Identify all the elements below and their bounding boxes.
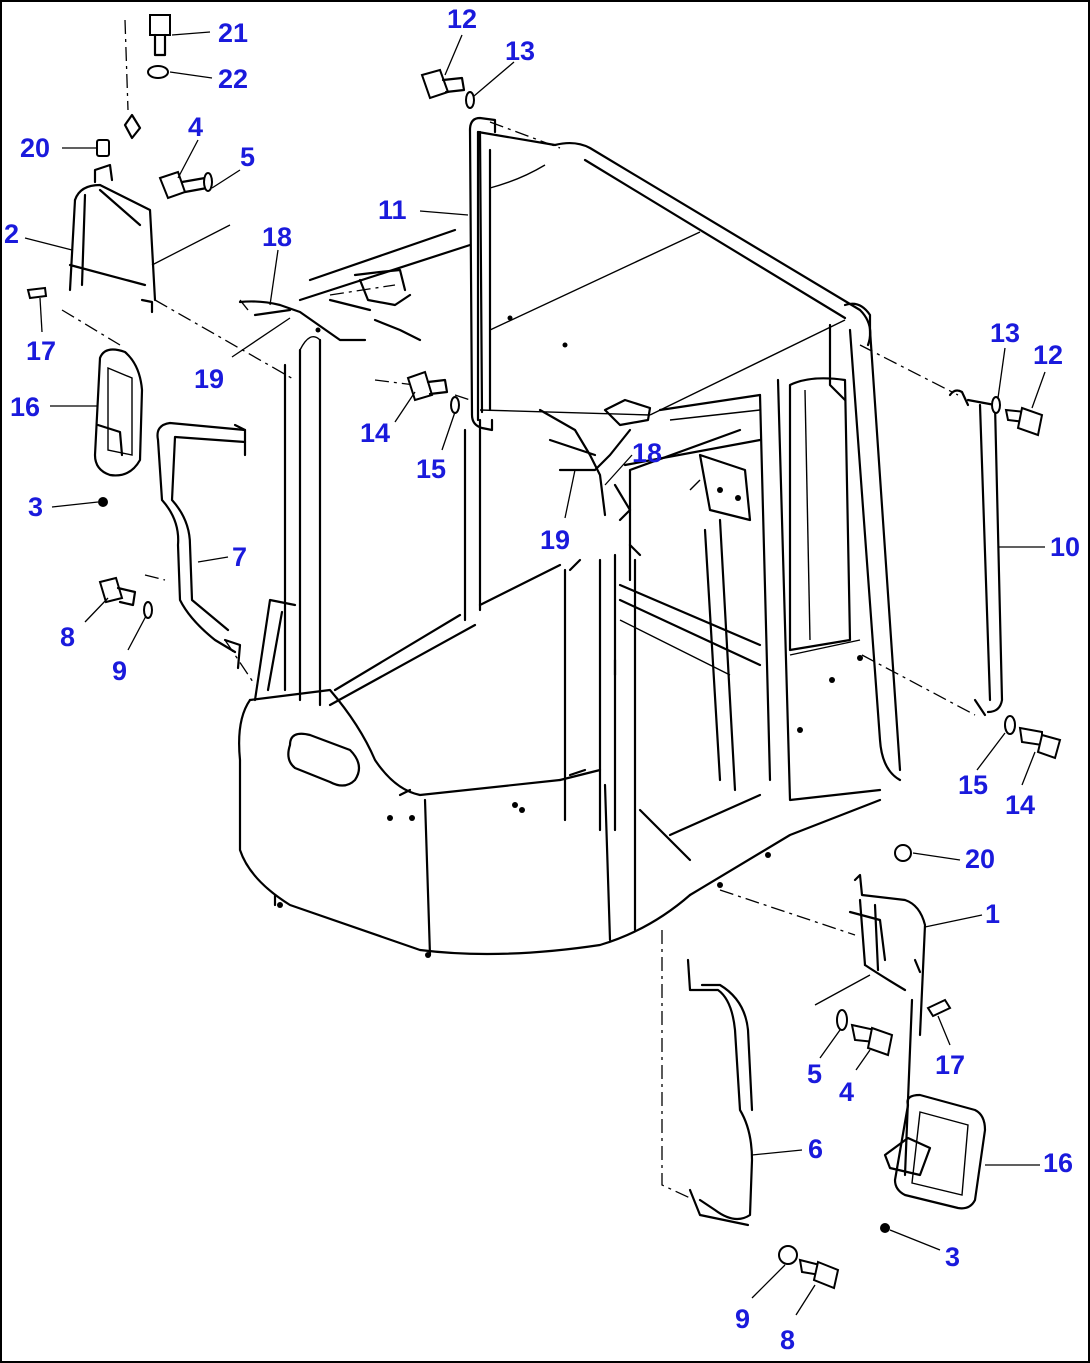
cab-body xyxy=(238,130,902,958)
callout-4: 4 xyxy=(188,112,203,142)
callout-20: 20 xyxy=(965,844,995,874)
callout-15: 15 xyxy=(958,770,988,800)
callout-13: 13 xyxy=(990,318,1020,348)
callout-5: 5 xyxy=(240,142,255,172)
callout-21: 21 xyxy=(218,18,248,48)
callout-14: 14 xyxy=(1005,790,1035,820)
callout-8: 8 xyxy=(780,1325,795,1355)
callout-16: 16 xyxy=(10,392,40,422)
leader-lines xyxy=(24,31,1046,1316)
callout-16: 16 xyxy=(1043,1148,1073,1178)
callout-17: 17 xyxy=(935,1050,965,1080)
callout-13: 13 xyxy=(505,36,535,66)
callout-2: 2 xyxy=(4,219,19,249)
callout-labels: 21 22 20 4 5 2 18 17 19 16 3 7 8 9 12 13… xyxy=(4,4,1080,1355)
callout-3: 3 xyxy=(945,1242,960,1272)
callout-8: 8 xyxy=(60,622,75,652)
callout-22: 22 xyxy=(218,64,248,94)
callout-15: 15 xyxy=(416,454,446,484)
callout-3: 3 xyxy=(28,492,43,522)
callout-20: 20 xyxy=(20,133,50,163)
callout-11: 11 xyxy=(378,195,407,225)
callout-9: 9 xyxy=(735,1304,750,1334)
callout-4: 4 xyxy=(839,1077,854,1107)
handrail-6 xyxy=(661,930,754,1227)
callout-1: 1 xyxy=(985,899,1000,929)
callout-18: 18 xyxy=(262,222,292,252)
fasteners xyxy=(26,14,1062,1290)
mirror-stay-2 xyxy=(68,113,231,314)
callout-12: 12 xyxy=(1033,340,1063,370)
handrail-11 xyxy=(468,116,497,432)
callout-9: 9 xyxy=(112,656,127,686)
callout-18: 18 xyxy=(632,438,662,468)
callout-10: 10 xyxy=(1050,532,1080,562)
mirror-stay-1 xyxy=(814,873,927,1177)
handrail-7 xyxy=(156,421,247,670)
callout-19: 19 xyxy=(540,525,570,555)
callout-19: 19 xyxy=(194,364,224,394)
callout-5: 5 xyxy=(807,1059,822,1089)
harness-rear xyxy=(238,268,422,342)
callout-14: 14 xyxy=(360,418,390,448)
reference-lines xyxy=(61,19,976,936)
callout-17: 17 xyxy=(26,336,56,366)
mirror-16-right xyxy=(883,1093,987,1210)
callout-6: 6 xyxy=(808,1134,823,1164)
mirror-16-left xyxy=(93,348,144,477)
callout-12: 12 xyxy=(447,4,477,34)
harness-front xyxy=(538,398,652,522)
handrail-10 xyxy=(948,389,1004,717)
callout-7: 7 xyxy=(232,542,247,572)
